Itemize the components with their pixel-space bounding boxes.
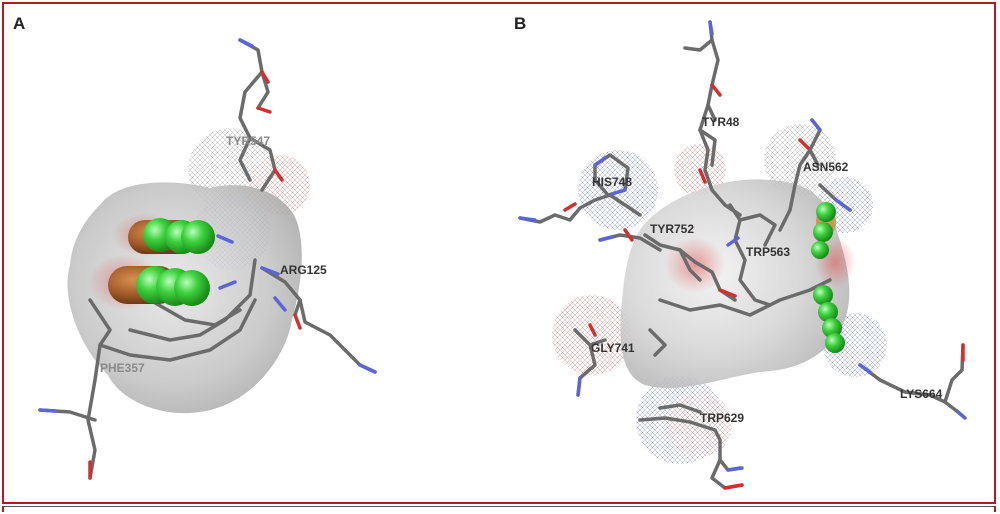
ligand-atom	[818, 302, 838, 322]
panel-b-label: B	[514, 14, 527, 33]
residue-label: GLY741	[591, 341, 635, 355]
molecular-surface	[620, 179, 850, 389]
ligand-atom	[811, 241, 829, 259]
ligand-atom	[813, 222, 833, 242]
ligand-b	[811, 202, 845, 353]
vdw-mesh-sphere	[552, 295, 632, 375]
residue-label: ARG125	[280, 263, 327, 277]
ligand-atom	[174, 270, 210, 306]
residue-label: HIS748	[592, 175, 632, 189]
ligand-atom	[813, 285, 833, 305]
panel-a-structure: TYR547 ARG125 PHE357	[38, 38, 377, 480]
residue-label: TYR48	[702, 115, 740, 129]
residue-label: TRP629	[700, 411, 744, 425]
residue-label: TRP563	[746, 245, 790, 259]
residue-label: PHE357	[100, 361, 145, 375]
ligand-atom	[822, 318, 842, 338]
ligand-a	[108, 218, 215, 306]
vdw-mesh-sphere	[764, 124, 836, 196]
residue-label: LYS664	[900, 387, 943, 401]
panel-a-label: A	[13, 14, 26, 33]
residue-label: TYR752	[650, 222, 694, 236]
ligand-atom	[181, 220, 215, 254]
vdw-mesh-sphere	[578, 150, 658, 230]
bottom-divider	[2, 506, 996, 512]
panel-b-structure: TYR48 ASN562 HIS748 TYR752 TRP563 GLY741…	[518, 20, 967, 490]
ligand-atom	[816, 202, 836, 222]
residue-label: ASN562	[803, 160, 849, 174]
residue-label: TYR547	[226, 134, 270, 148]
ligand-atom	[825, 333, 845, 353]
